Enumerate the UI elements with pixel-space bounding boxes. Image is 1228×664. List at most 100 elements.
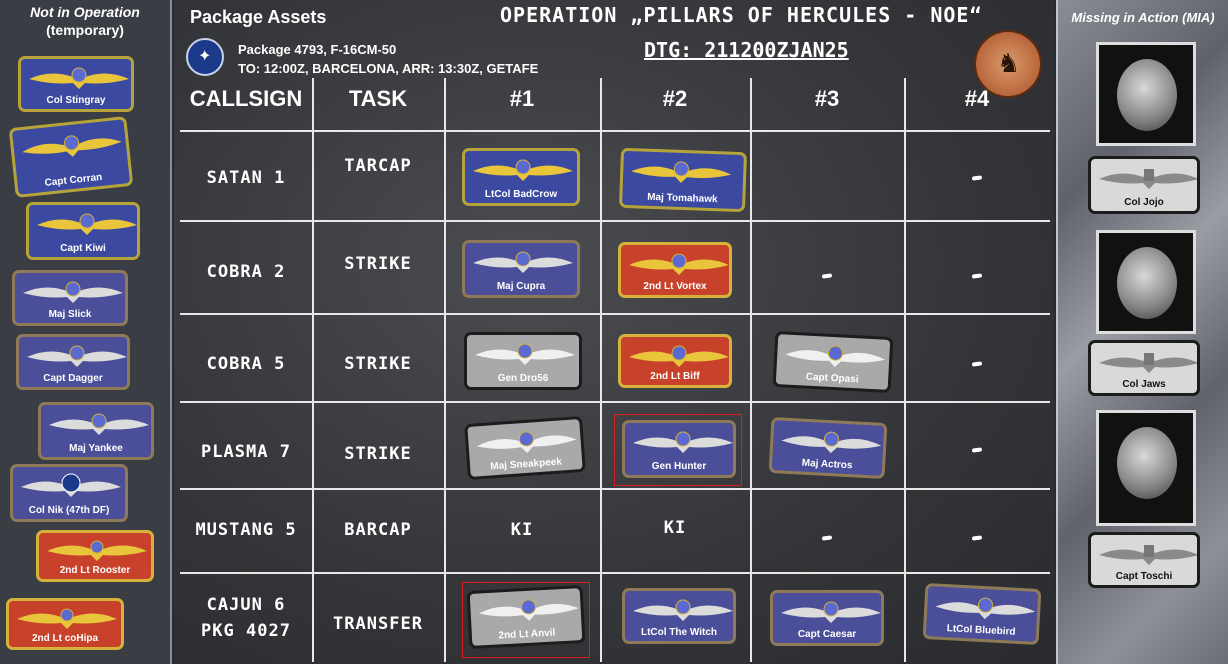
- pilot-patch[interactable]: Gen Dro56: [464, 332, 582, 390]
- pilot-patch[interactable]: LtCol BadCrow: [462, 148, 580, 206]
- task-cell: STRIKE: [344, 254, 412, 274]
- pilot-name: Capt Dagger: [43, 373, 103, 384]
- package-line: Package 4793, F-16CM-50: [238, 42, 397, 57]
- pilot-patch[interactable]: LtCol The Witch: [622, 588, 736, 644]
- right-panel-title: Missing in Action (MIA): [1071, 10, 1215, 25]
- pilot-patch[interactable]: Maj Sneakpeek: [464, 415, 586, 481]
- pilot-photo: [1096, 230, 1196, 334]
- pilot-photo: [1096, 42, 1196, 146]
- pilot-patch[interactable]: Capt Dagger: [16, 334, 130, 390]
- pilot-patch[interactable]: Col Jaws: [1088, 340, 1200, 396]
- pilot-name: Col Jaws: [1122, 379, 1166, 390]
- task-cell: STRIKE: [344, 354, 412, 374]
- pilot-patch[interactable]: LtCol Bluebird: [922, 583, 1042, 645]
- task-cell: BARCAP: [344, 520, 412, 540]
- pilot-name: Capt Caesar: [797, 629, 857, 640]
- wings-insignia-icon: [1099, 169, 1197, 189]
- pilot-name: Col Stingray: [46, 95, 106, 106]
- pilot-patch[interactable]: 2nd Lt coHipa: [6, 598, 124, 650]
- package-assets-title: Package Assets: [190, 7, 327, 27]
- assignment-grid: CALLSIGN TASK #1 #2 #3 #4 SATAN 1 TARCAP…: [180, 78, 1050, 662]
- wings-insignia-icon: [37, 213, 137, 235]
- wings-insignia-icon: [27, 345, 127, 367]
- pilot-name: Gen Dro56: [497, 373, 549, 384]
- wings-insignia-icon: [475, 343, 575, 365]
- wings-insignia-icon: [781, 431, 882, 454]
- pilot-name: Capt Kiwi: [60, 243, 106, 254]
- wings-insignia-icon: [785, 345, 886, 368]
- wings-insignia-icon: [629, 345, 729, 367]
- wings-insignia-icon: [47, 540, 147, 561]
- pilot-patch[interactable]: Maj Actros: [768, 417, 888, 479]
- pilot-patch[interactable]: Col Nik (47th DF): [10, 464, 128, 522]
- callsign-cell: CAJUN 6 PKG 4027: [201, 595, 291, 641]
- pilot-patch[interactable]: Capt Caesar: [770, 590, 884, 646]
- operation-title: OPERATION „PILLARS OF HERCULES - NOE“: [500, 3, 983, 27]
- not-in-operation-panel: Not in Operation (temporary) Col Stingra…: [0, 0, 172, 664]
- empty-slot-dash: [821, 273, 833, 279]
- wings-insignia-icon: [17, 608, 117, 629]
- pilot-patch[interactable]: Maj Slick: [12, 270, 128, 326]
- pilot-patch[interactable]: Capt Kiwi: [26, 202, 140, 260]
- pilot-patch[interactable]: 2nd Lt Biff: [618, 334, 732, 388]
- pilot-name: LtCol BadCrow: [484, 189, 558, 200]
- pilot-name: LtCol The Witch: [640, 627, 717, 638]
- pilot-name: 2nd Lt coHipa: [31, 633, 99, 644]
- pilot-patch[interactable]: Col Jojo: [1088, 156, 1200, 214]
- wings-insignia-icon: [22, 135, 122, 157]
- pilot-patch[interactable]: Capt Corran: [8, 116, 134, 198]
- callsign-cell: COBRA 2: [206, 262, 286, 282]
- wings-insignia-icon: [633, 599, 733, 621]
- column-header-slot-2: #2: [662, 86, 688, 111]
- pilot-name: Gen Hunter: [651, 461, 707, 472]
- squadron-logo-icon: ♞: [974, 30, 1042, 98]
- wings-insignia-icon: [633, 431, 733, 453]
- pilot-patch[interactable]: 2nd Lt Anvil: [466, 585, 586, 649]
- pilot-photo: [1096, 410, 1196, 526]
- wings-insignia-icon: [478, 599, 579, 621]
- empty-slot-dash: [971, 535, 983, 541]
- pilot-patch[interactable]: Col Stingray: [18, 56, 134, 112]
- pilot-patch[interactable]: Maj Cupra: [462, 240, 580, 298]
- pilot-patch[interactable]: Gen Hunter: [622, 420, 736, 478]
- wings-insignia-icon: [23, 281, 123, 303]
- wings-insignia-icon: [473, 251, 573, 273]
- pilot-patch[interactable]: 2nd Lt Vortex: [618, 242, 732, 298]
- task-cell: TRANSFER: [333, 614, 423, 634]
- column-header-slot-3: #3: [814, 86, 840, 111]
- pilot-patch[interactable]: Capt Opasi: [772, 330, 894, 394]
- dtg-label: DTG: 211200ZJAN25: [644, 38, 849, 62]
- empty-slot-dash: [971, 175, 983, 181]
- wings-insignia-icon: [473, 159, 573, 181]
- wings-insignia-icon: [935, 597, 1036, 620]
- route-line: TO: 12:00Z, BARCELONA, ARR: 13:30Z, GETA…: [238, 61, 539, 76]
- selected-slot-highlight: [462, 582, 590, 658]
- pilot-name: 2nd Lt Vortex: [643, 281, 707, 292]
- pilot-patch[interactable]: Capt Toschi: [1088, 532, 1200, 588]
- callsign-cell: SATAN 1: [206, 168, 286, 188]
- callsign-cell: PLASMA 7: [201, 442, 291, 462]
- wings-insignia-icon: [1099, 545, 1197, 565]
- slot-ki: KI: [663, 518, 687, 538]
- wings-insignia-icon: [476, 431, 577, 453]
- pilot-patch[interactable]: Maj Tomahawk: [618, 147, 748, 213]
- pilot-name: Maj Yankee: [69, 443, 123, 454]
- task-cell: STRIKE: [344, 444, 412, 464]
- wings-insignia-icon: [781, 601, 881, 623]
- wings-insignia-icon: [1099, 353, 1197, 373]
- column-header-slot-4: #4: [964, 86, 990, 111]
- selected-slot-highlight: [614, 414, 742, 486]
- wings-insignia-icon: [629, 253, 729, 275]
- pilot-patch[interactable]: Maj Yankee: [38, 402, 154, 460]
- empty-slot-dash: [971, 273, 983, 279]
- callsign-cell: COBRA 5: [206, 354, 286, 374]
- package-board: Package Assets Package 4793, F-16CM-50 T…: [174, 0, 1054, 664]
- pilot-name: Capt Toschi: [1115, 571, 1173, 582]
- empty-slot-dash: [821, 535, 833, 541]
- pilot-name: 2nd Lt Biff: [650, 371, 700, 382]
- left-panel-title: Not in Operation: [30, 4, 140, 20]
- column-header-slot-1: #1: [509, 86, 535, 111]
- column-header-task: TASK: [348, 86, 408, 111]
- pilot-patch[interactable]: 2nd Lt Rooster: [36, 530, 154, 582]
- pilot-name: Maj Slick: [48, 309, 92, 320]
